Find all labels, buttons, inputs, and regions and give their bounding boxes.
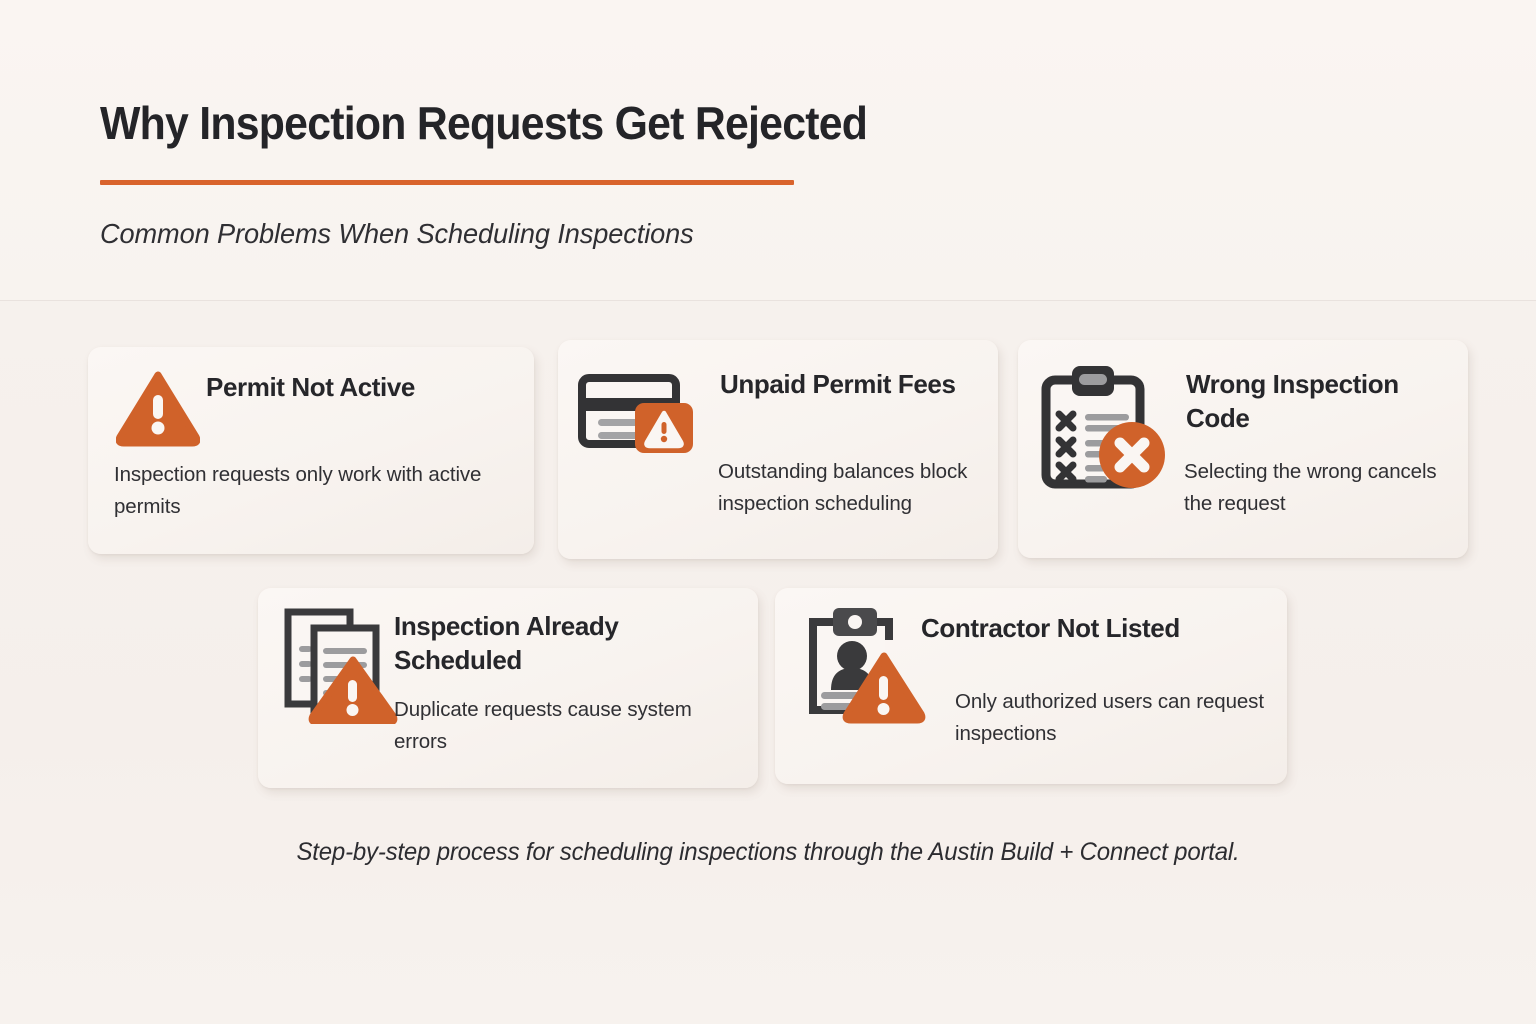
- id-badge-warning-icon: [805, 604, 927, 731]
- card-body: Only authorized users can request inspec…: [955, 690, 1264, 746]
- card-contractor-not-listed[interactable]: Contractor Not Listed Only authorized us…: [775, 588, 1287, 784]
- page-subtitle: Common Problems When Scheduling Inspecti…: [100, 218, 694, 249]
- card-body: Selecting the wrong cancels the request: [1184, 460, 1437, 516]
- card-title: Inspection Already Scheduled: [394, 611, 619, 675]
- duplicate-documents-warning-icon: [282, 606, 400, 729]
- card-permit-not-active[interactable]: Permit Not Active Inspection requests on…: [88, 347, 534, 554]
- card-title: Wrong Inspection Code: [1186, 369, 1399, 433]
- card-title: Contractor Not Listed: [921, 613, 1180, 643]
- card-body: Duplicate requests cause system errors: [394, 698, 692, 754]
- title-accent-bar: [100, 180, 794, 185]
- credit-card-warning-icon: [578, 372, 700, 461]
- page-title: Why Inspection Requests Get Rejected: [100, 97, 868, 149]
- footer-caption: Step-by-step process for scheduling insp…: [296, 838, 1240, 866]
- clipboard-error-icon: [1040, 364, 1170, 495]
- card-body: Outstanding balances block inspection sc…: [718, 460, 968, 516]
- card-inspection-already-scheduled[interactable]: Inspection Already Scheduled Duplicate r…: [258, 588, 758, 788]
- card-title: Permit Not Active: [206, 372, 415, 402]
- card-body: Inspection requests only work with activ…: [114, 463, 482, 519]
- header: Why Inspection Requests Get Rejected: [100, 96, 925, 150]
- card-unpaid-permit-fees[interactable]: Unpaid Permit Fees Outstanding balances …: [558, 340, 998, 559]
- card-title: Unpaid Permit Fees: [720, 369, 956, 399]
- warning-triangle-icon: [115, 371, 201, 452]
- card-wrong-inspection-code[interactable]: Wrong Inspection Code Selecting the wron…: [1018, 340, 1468, 558]
